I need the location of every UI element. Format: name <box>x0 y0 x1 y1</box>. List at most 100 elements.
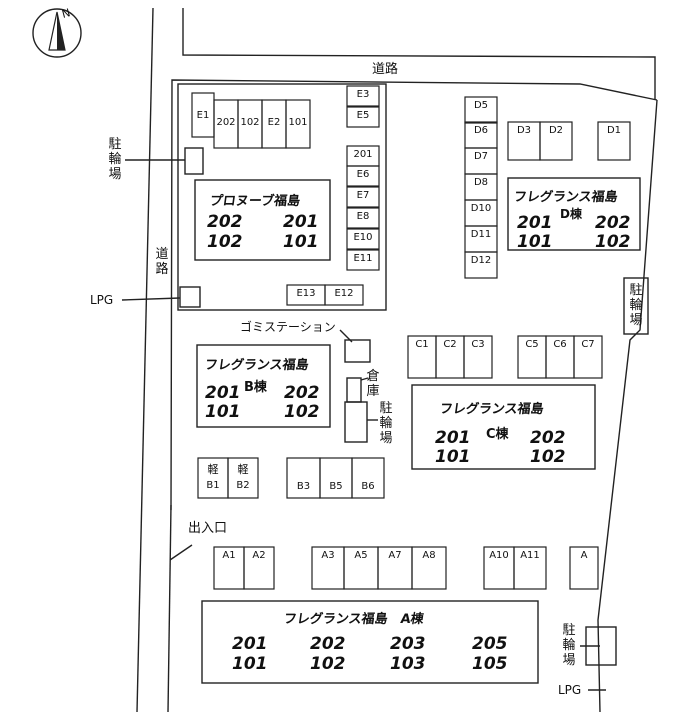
b-room-201: 201 <box>205 383 241 403</box>
building-d <box>507 177 641 251</box>
parking-e-bottom-1-label: E12 <box>334 288 354 299</box>
parking-a-row-8-space <box>569 546 599 590</box>
c-room-201: 201 <box>435 428 471 448</box>
parking-d-col-0-space <box>464 96 498 124</box>
warehouse-box <box>346 377 362 403</box>
parking-b-row-1-space <box>319 457 353 499</box>
parking-a-row-0-label: A1 <box>222 550 236 561</box>
site-boundary-north <box>170 79 658 511</box>
bike-shelter-nw <box>184 147 204 175</box>
proneuve-room-102: 102 <box>207 232 243 252</box>
a-room-201: 201 <box>232 634 268 654</box>
road-edge-west-outer <box>136 7 154 713</box>
building-b-wing: B棟 <box>244 380 267 395</box>
d-room-101: 101 <box>517 232 553 252</box>
parking-e-col-7-space <box>346 249 380 271</box>
parking-b-row-2-label: B6 <box>361 481 375 492</box>
parking-a-row-8-label: A <box>580 550 588 561</box>
parking-c-row-2-space <box>463 335 493 379</box>
d-room-202: 202 <box>595 213 631 233</box>
a-room-102: 102 <box>310 654 346 674</box>
c-room-101: 101 <box>435 447 471 467</box>
c-room-202: 202 <box>530 428 566 448</box>
parking-e-col-5-label: E8 <box>356 211 370 222</box>
parking-e-col-0-space <box>346 85 380 107</box>
parking-e-top-1-label: 202 <box>216 117 236 128</box>
parking-e-top-3-label: E2 <box>267 117 281 128</box>
site-boundary-south-west <box>169 544 193 561</box>
building-d-wing: D棟 <box>560 207 582 221</box>
parking-a-row-1-label: A2 <box>252 550 266 561</box>
parking-c-row-2-label: C3 <box>471 339 485 350</box>
parking-e-bottom-0-label: E13 <box>296 288 316 299</box>
parking-e-top-0-label: E1 <box>196 110 210 121</box>
parking-d-col-1-label: D6 <box>473 125 489 136</box>
parking-e-top-4-space <box>285 99 311 149</box>
garbage-station-box <box>344 339 371 363</box>
proneuve-room-202: 202 <box>207 212 243 232</box>
parking-e-col-3-space <box>346 165 380 187</box>
parking-a-row-5-label: A8 <box>422 550 436 561</box>
road-label-north: 道路 <box>372 62 399 77</box>
parking-b-kei-top-0-label: 軽 <box>207 463 219 476</box>
d-room-201: 201 <box>517 213 553 233</box>
bike-parking-label-b: 駐輪場 <box>379 401 393 446</box>
road-edge-north <box>182 8 656 100</box>
road-edge-north-inner <box>167 504 172 713</box>
parking-e-col-7-label: E11 <box>353 253 373 264</box>
parking-a-row-7-space <box>513 546 547 590</box>
garbage-station-label: ゴミステーション <box>240 320 336 334</box>
parking-b-kei-top-1-label: 軽 <box>237 463 249 476</box>
a-room-202: 202 <box>310 634 346 654</box>
parking-c-row-0-label: C1 <box>415 339 429 350</box>
parking-d-col-2-label: D7 <box>473 151 489 162</box>
a-room-101: 101 <box>232 654 268 674</box>
parking-a-row-6-label: A10 <box>489 550 509 561</box>
lpg-tank-nw <box>179 286 201 308</box>
building-a <box>201 600 539 684</box>
parking-d-col-6-space <box>464 251 498 279</box>
parking-c-row-5-space <box>573 335 603 379</box>
parking-e-col-4-label: E7 <box>356 190 370 201</box>
parking-d-row-0-label: D3 <box>516 125 532 136</box>
parking-a-row-2-label: A3 <box>321 550 335 561</box>
b-room-101: 101 <box>205 402 241 422</box>
parking-c-row-4-label: C6 <box>553 339 567 350</box>
compass-needle-half <box>57 12 65 50</box>
parking-d-col-3-label: D8 <box>473 177 489 188</box>
parking-e-col-5-space <box>346 207 380 229</box>
parking-b-row-2-space <box>351 457 385 499</box>
building-c <box>411 384 596 470</box>
building-b-name: フレグランス福島 <box>203 358 310 373</box>
parking-b-kei-bottom-1-label: B2 <box>236 480 250 491</box>
bike-parking-label-se: 駐輪場 <box>562 623 576 668</box>
a-room-103: 103 <box>390 654 426 674</box>
leader-lpg-nw <box>121 297 181 301</box>
parking-e-top-4-label: 101 <box>288 117 308 128</box>
lpg-label-nw: LPG <box>90 293 114 307</box>
parking-spaces <box>191 85 631 590</box>
parking-b-row-0-label: B3 <box>296 481 311 492</box>
building-a-name: フレグランス福島 A棟 <box>282 612 425 627</box>
bike-shelter-east <box>623 277 649 335</box>
parking-d-row-2-space <box>597 121 631 161</box>
b-room-202: 202 <box>284 383 320 403</box>
proneuve-room-201: 201 <box>283 212 319 232</box>
parking-d-col-4-label: D10 <box>470 203 492 214</box>
parking-e-col-3-label: E6 <box>356 169 370 180</box>
a-room-205: 205 <box>472 634 508 654</box>
c-room-102: 102 <box>530 447 566 467</box>
entrance-label: 出入口 <box>188 521 228 536</box>
leader-warehouse <box>360 377 369 381</box>
parking-b-kei-bottom-0-label: B1 <box>206 480 220 491</box>
proneuve-room-101: 101 <box>283 232 319 252</box>
d-room-102: 102 <box>595 232 631 252</box>
building-proneuve-name: プロヌーブ福島 <box>208 194 302 209</box>
parking-e-col-1-space <box>346 106 380 128</box>
a-room-105: 105 <box>472 654 508 674</box>
parking-a-row-4-label: A7 <box>388 550 402 561</box>
a-room-203: 203 <box>390 634 426 654</box>
parking-a-row-5-space <box>411 546 447 590</box>
building-b <box>196 344 331 428</box>
